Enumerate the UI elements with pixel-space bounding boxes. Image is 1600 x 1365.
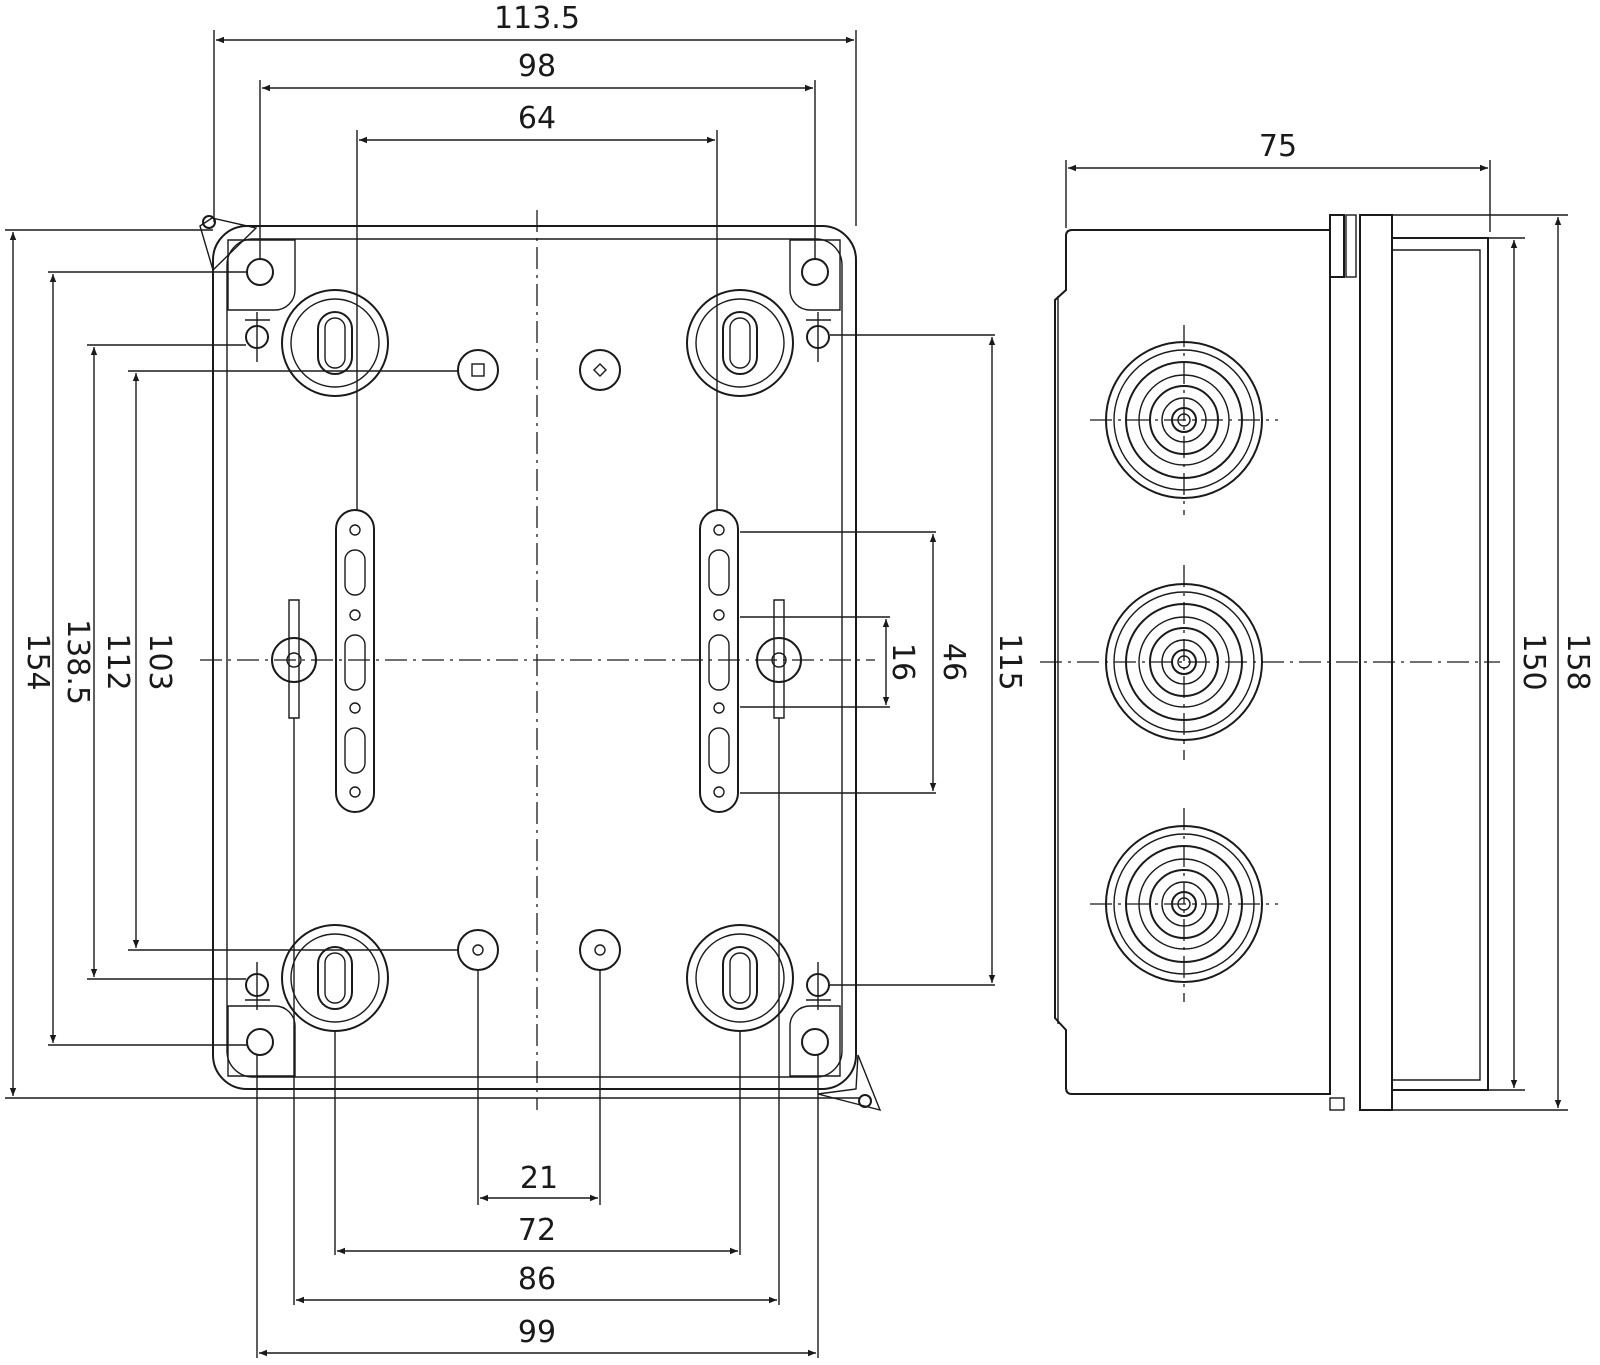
dim-99: 99 xyxy=(518,1315,556,1350)
corner-lug-top-left xyxy=(199,217,258,272)
dim-21: 21 xyxy=(520,1161,558,1196)
dim-64: 64 xyxy=(518,101,556,136)
front-body-outline xyxy=(212,225,857,1090)
side-mounting-tabs xyxy=(245,312,831,1010)
dim-16: 16 xyxy=(885,643,920,681)
front-view: 113.5 98 64 21 72 86 99 154 138.5 112 10… xyxy=(5,1,1027,1358)
mounting-bosses xyxy=(281,289,794,1032)
dim-150: 150 xyxy=(1516,633,1551,690)
dim-113-5: 113.5 xyxy=(494,1,580,36)
dim-72: 72 xyxy=(518,1213,556,1248)
dim-75: 75 xyxy=(1259,129,1297,164)
lug-pin-top-left xyxy=(202,215,216,229)
side-view: 75 150 158 xyxy=(1040,129,1595,1111)
boss-top-left xyxy=(281,289,389,397)
dim-98: 98 xyxy=(518,49,556,84)
dim-158: 158 xyxy=(1560,633,1595,690)
dim-103: 103 xyxy=(142,633,177,690)
boss-bottom-left xyxy=(281,924,389,1032)
side-body-outline xyxy=(1054,229,1331,1095)
corner-screw-pockets xyxy=(227,239,841,1077)
dim-86: 86 xyxy=(518,1262,556,1297)
extension-lines xyxy=(5,30,995,1358)
lug-pin-bottom-right xyxy=(858,1094,872,1108)
slot-bar-right xyxy=(699,509,739,813)
slot-bar-left xyxy=(335,509,375,813)
front-body-inner-rim xyxy=(226,238,843,1078)
dim-46: 46 xyxy=(936,643,971,681)
cable-gland-bottom xyxy=(1090,808,1278,1002)
corner-lug-bottom-right xyxy=(817,1054,882,1112)
boss-bottom-right xyxy=(686,924,794,1032)
cable-gland-top xyxy=(1090,325,1278,515)
dim-138-5: 138.5 xyxy=(60,619,95,705)
dim-154: 154 xyxy=(20,633,55,690)
boss-top-right xyxy=(686,289,794,397)
dim-112: 112 xyxy=(100,633,135,690)
dim-115: 115 xyxy=(992,633,1027,690)
